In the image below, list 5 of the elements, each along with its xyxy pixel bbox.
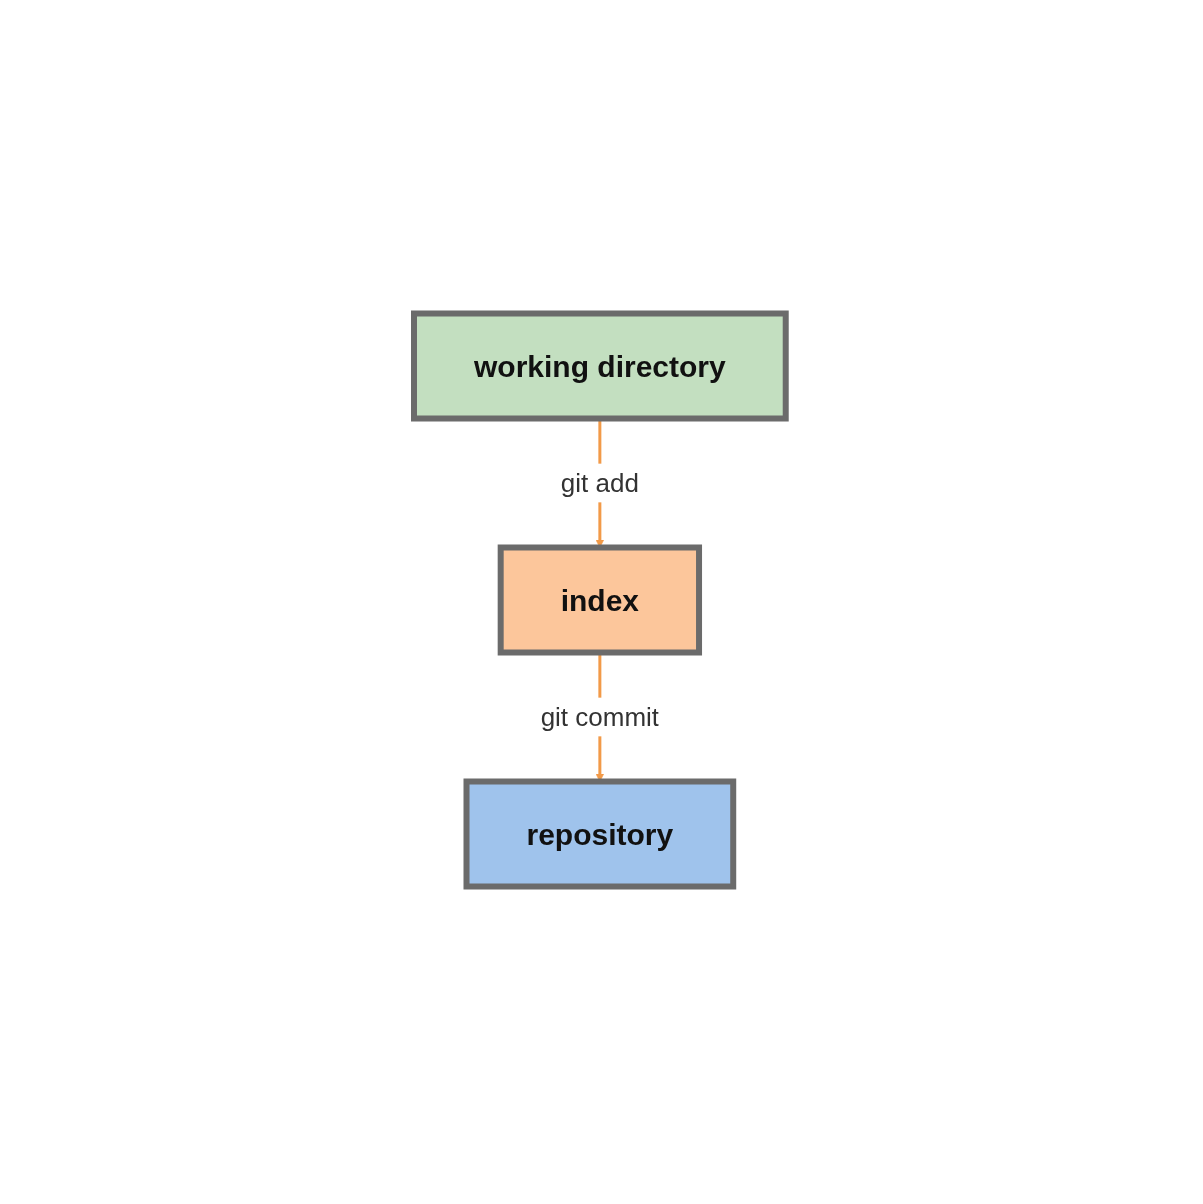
node-box: working directory (411, 310, 789, 422)
edge-label: git add (560, 467, 640, 498)
node-box: repository (463, 778, 737, 890)
node-box: index (497, 544, 703, 656)
edge-label: git commit (540, 701, 660, 732)
